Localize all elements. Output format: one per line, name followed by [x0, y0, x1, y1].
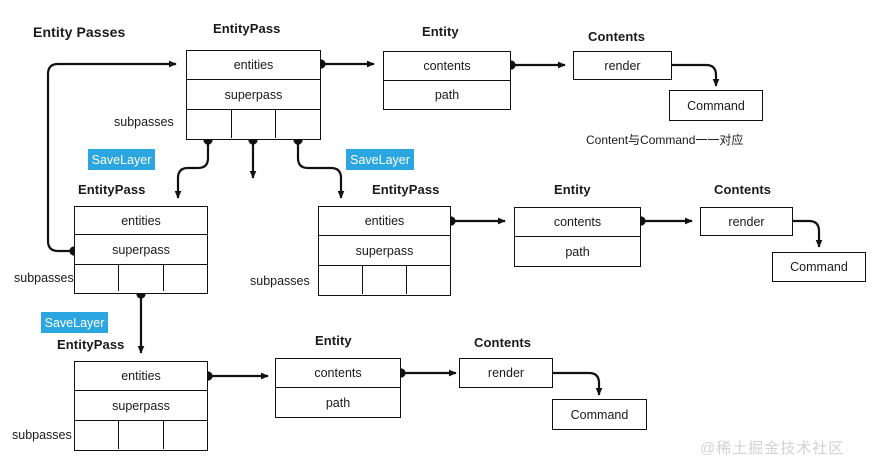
wire-subpass-1 — [174, 140, 210, 199]
label-subpasses-root: subpasses — [114, 115, 174, 129]
label-subpasses-bottom: subpasses — [12, 428, 72, 442]
wire-subpass-3 — [296, 140, 345, 199]
subpass-cell[interactable] — [75, 265, 118, 291]
field-entities: entities — [364, 214, 405, 228]
label-root-entitypass: EntityPass — [213, 21, 281, 36]
label-mid-right-entitypass: EntityPass — [372, 182, 440, 197]
node-mid-contents[interactable]: render — [700, 207, 793, 236]
subpass-cell[interactable] — [406, 266, 450, 294]
badge-savelayer-2[interactable]: SaveLayer — [346, 149, 414, 170]
label-bottom-entitypass: EntityPass — [57, 337, 125, 352]
label-mid-entity: Entity — [554, 182, 591, 197]
node-root-entitypass[interactable]: entities superpass — [186, 50, 321, 140]
node-root-command[interactable]: Command — [669, 90, 763, 121]
node-mid-command[interactable]: Command — [772, 252, 866, 282]
subpass-cell[interactable] — [162, 265, 207, 292]
node-root-contents[interactable]: render — [573, 51, 672, 80]
label-root-contents: Contents — [588, 29, 646, 44]
subpass-cell[interactable] — [118, 265, 162, 292]
field-superpass: superpass — [187, 79, 320, 109]
field-entities: entities — [121, 213, 161, 228]
watermark: @稀土掘金技术社区 — [700, 440, 845, 457]
field-contents: contents — [314, 366, 362, 380]
field-contents: contents — [423, 59, 471, 73]
note-content-command: Content与Command一一对应 — [586, 133, 744, 147]
subpass-cell[interactable] — [230, 110, 276, 138]
node-root-entity[interactable]: contents path — [383, 51, 511, 110]
node-bottom-contents[interactable]: render — [459, 358, 553, 388]
field-path: path — [515, 236, 640, 266]
field-contents: contents — [553, 215, 602, 229]
badge-savelayer-3[interactable]: SaveLayer — [41, 312, 108, 333]
label-bottom-entity: Entity — [315, 333, 352, 348]
wire-mid-render-command — [793, 219, 823, 248]
label-bottom-contents: Contents — [474, 335, 532, 350]
node-mid-left-entitypass[interactable]: entities superpass — [74, 206, 208, 294]
subpass-cell[interactable] — [162, 421, 207, 449]
subpass-cell[interactable] — [275, 110, 320, 138]
subpass-cells — [187, 109, 320, 138]
field-path: path — [276, 387, 400, 417]
label-subpasses-mid-right: subpasses — [250, 274, 310, 288]
field-superpass: superpass — [75, 390, 207, 420]
node-bottom-entity[interactable]: contents path — [275, 358, 401, 418]
node-mid-entity[interactable]: contents path — [514, 207, 641, 267]
node-bottom-command[interactable]: Command — [552, 399, 647, 430]
subpass-cells — [75, 420, 207, 449]
node-bottom-entitypass[interactable]: entities superpass — [74, 361, 208, 451]
field-entities: entities — [121, 369, 161, 383]
subpass-cell[interactable] — [118, 421, 162, 449]
label-root-entity: Entity — [422, 24, 459, 39]
subpass-cells — [319, 265, 450, 294]
field-entities: entities — [233, 58, 274, 72]
subpass-cells — [75, 264, 207, 292]
label-subpasses-mid-left: subpasses — [14, 271, 74, 285]
field-superpass: superpass — [75, 234, 207, 264]
field-path: path — [384, 80, 510, 109]
wire-root-render-command — [672, 63, 720, 87]
badge-savelayer-1[interactable]: SaveLayer — [88, 149, 155, 170]
subpass-cell[interactable] — [319, 266, 362, 294]
subpass-cell[interactable] — [362, 266, 406, 294]
wire-bottom-render-command — [553, 371, 603, 396]
subpass-cell[interactable] — [187, 110, 231, 138]
page-title: Entity Passes — [33, 24, 126, 40]
node-mid-right-entitypass[interactable]: entities superpass — [318, 206, 451, 296]
field-superpass: superpass — [319, 235, 450, 265]
label-mid-left-entitypass: EntityPass — [78, 182, 146, 197]
subpass-cell[interactable] — [75, 421, 118, 449]
label-mid-contents: Contents — [714, 182, 772, 197]
